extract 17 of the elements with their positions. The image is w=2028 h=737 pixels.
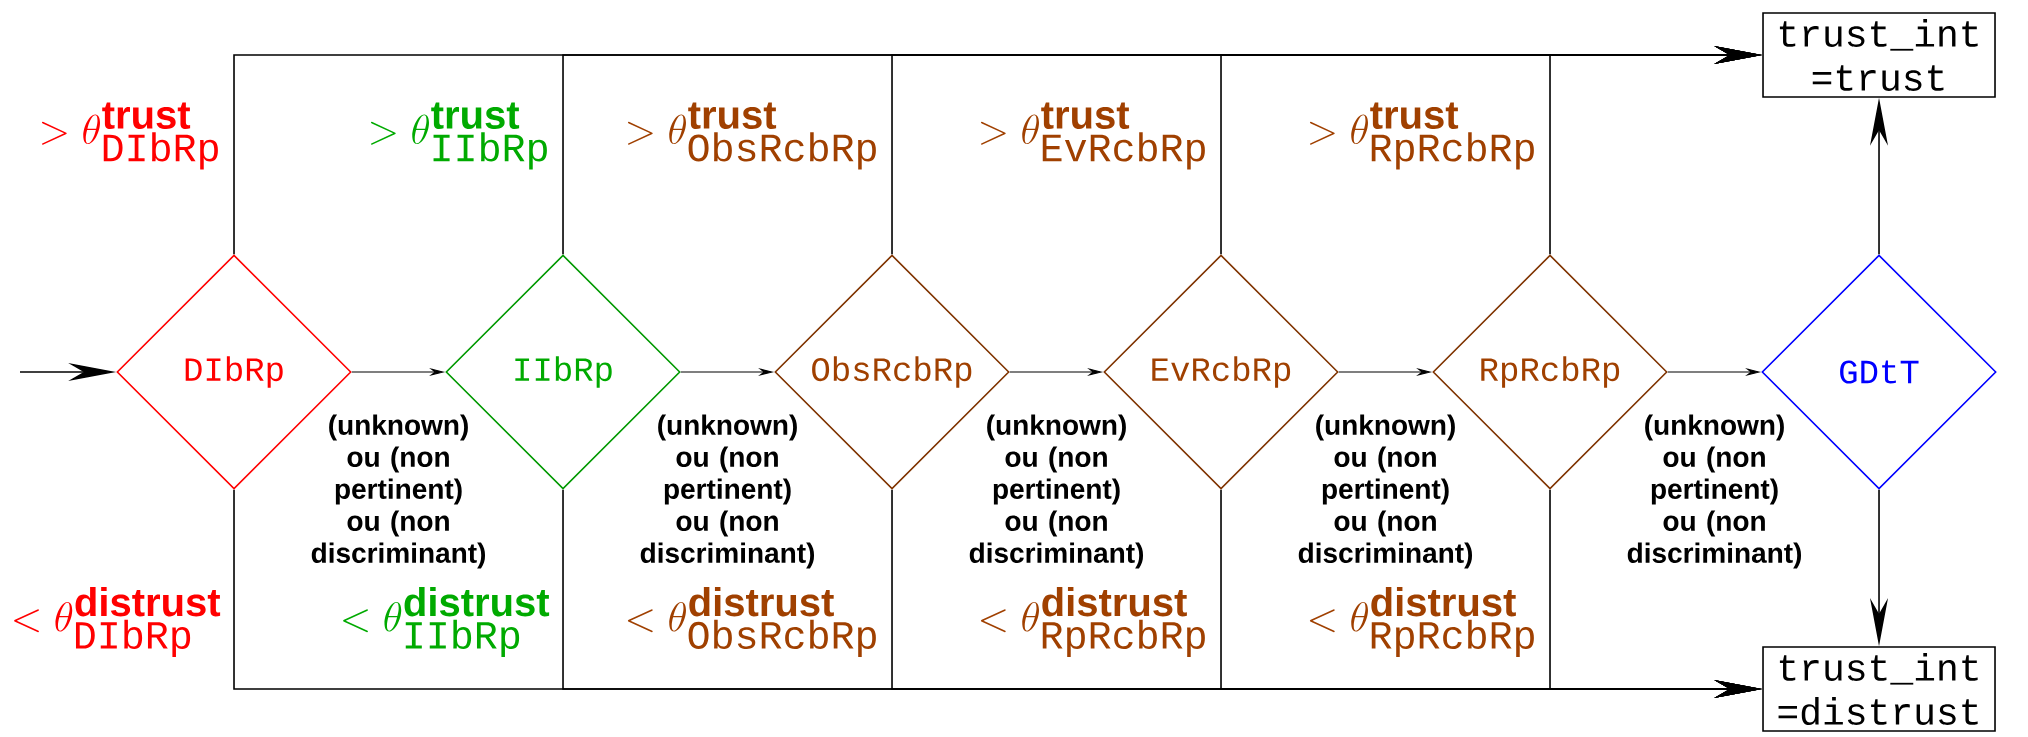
- threshold-label: $< \theta^{\textbf{distrust}}_{\texttt{DIbRp}}$: [14, 587, 221, 657]
- result-box: trust_int =trust: [1762, 12, 1996, 98]
- threshold-label: $> \theta^{\textbf{trust}}_{\texttt{EvRcbRp}}$: [980, 102, 1205, 170]
- threshold-label: $< \theta^{\textbf{distrust}}_{\texttt{ObsRcbRp}}$: [627, 587, 876, 657]
- threshold-label: $< \theta^{\textbf{distrust}}_{\texttt{RpRcbRp}}$: [1309, 587, 1534, 657]
- edge-label: (unknown) ou (non pertinent) ou (non discriminant): [1627, 414, 1802, 569]
- threshold-label: $> \theta^{\textbf{trust}}_{\texttt{IIbRp}}$: [370, 102, 547, 170]
- threshold-label: $> \theta^{\textbf{trust}}_{\texttt{RpRcbRp}}$: [1309, 102, 1534, 170]
- edge-label: (unknown) ou (non pertinent) ou (non discriminant): [1298, 414, 1473, 569]
- threshold-label: $> \theta^{\textbf{trust}}_{\texttt{ObsRcbRp}}$: [627, 102, 876, 170]
- threshold-label: $< \theta^{\textbf{distrust}}_{\texttt{IIbRp}}$: [343, 587, 550, 657]
- edge-label: (unknown) ou (non pertinent) ou (non discriminant): [969, 414, 1144, 569]
- edge-label: (unknown) ou (non pertinent) ou (non discriminant): [640, 414, 815, 569]
- edge-label: (unknown) ou (non pertinent) ou (non discriminant): [311, 414, 486, 569]
- result-box: trust_int =distrust: [1762, 646, 1996, 732]
- threshold-label: $> \theta^{\textbf{trust}}_{\texttt{DIbRp}}$: [41, 102, 218, 170]
- threshold-label: $< \theta^{\textbf{distrust}}_{\texttt{RpRcbRp}}$: [980, 587, 1205, 657]
